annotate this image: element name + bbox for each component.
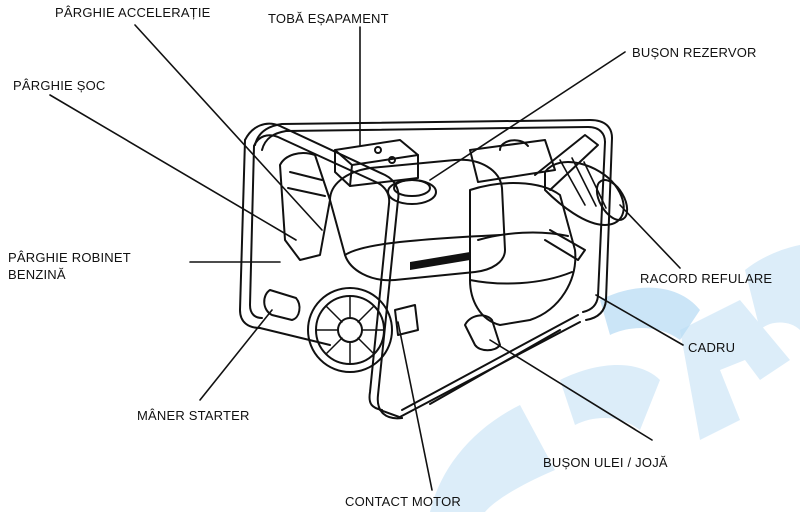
label-fuel-valve-line2: BENZINĂ [8,267,66,282]
frame-top-rail [254,119,613,146]
leader-lines [49,24,684,491]
fuel-tank [329,158,506,282]
label-choke-lever: PÂRGHIE ȘOC [13,78,106,93]
starter-grip [263,289,301,321]
label-engine-switch: CONTACT MOTOR [345,494,461,509]
label-fuel-cap: BUȘON REZERVOR [632,45,757,60]
oil-filler-cap [464,314,501,352]
label-oil-filler: BUȘON ULEI / JOJĂ [543,455,668,470]
recoil-starter [307,287,393,373]
label-frame: CADRU [688,340,736,355]
label-muffler: TOBĂ EȘAPAMENT [268,11,389,26]
muffler [334,139,419,187]
pump-casing [469,182,577,326]
engine-switch-box [394,304,419,336]
label-fuel-valve-line1: PÂRGHIE ROBINET [8,250,131,265]
label-throttle-lever: PÂRGHIE ACCELERAȚIE [55,5,211,20]
label-starter-grip: MÂNER STARTER [137,408,250,423]
label-discharge-port: RACORD REFULARE [640,271,773,286]
